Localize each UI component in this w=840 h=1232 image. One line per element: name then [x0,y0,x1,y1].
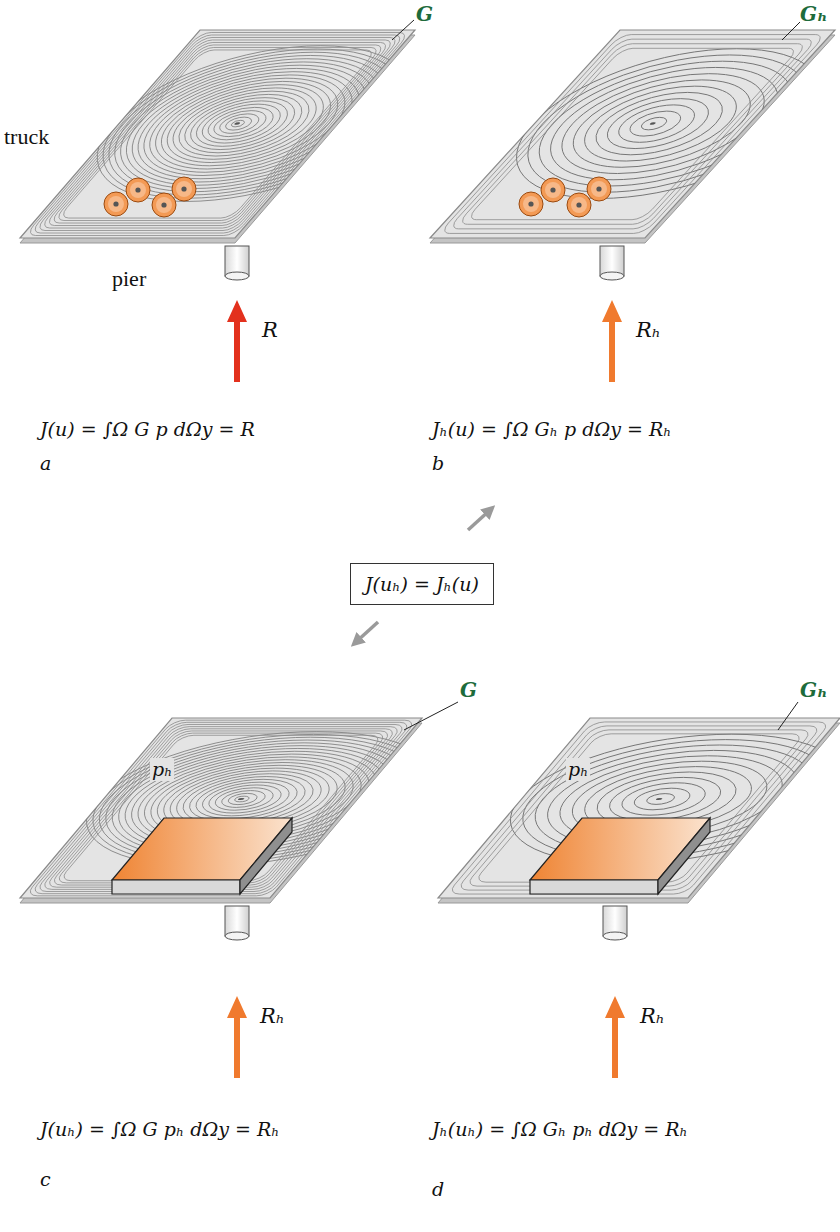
formula: Jₕ(uₕ) = ∫Ω Gₕ pₕ dΩy = Rₕ [432,1118,688,1141]
pier-column [225,906,249,940]
truck-wheels [104,177,196,217]
formula: J(u) = ∫Ω G p dΩy = R [40,418,255,441]
equation-text: J(uₕ) = Jₕ(u) [365,573,479,595]
influence-contours [439,722,840,894]
function-label: G [460,678,477,702]
pier-column [600,246,624,280]
reaction-arrow [227,300,247,382]
transition-arrow [468,510,490,530]
leader-line [392,20,414,40]
function-label: G [416,2,433,26]
leader-line [404,702,458,730]
bridge-plate [430,30,840,243]
load-label: pₕ [150,758,174,781]
formula: J(uₕ) = ∫Ω G pₕ dΩy = Rₕ [40,1118,279,1141]
force-label: Rₕ [640,1004,665,1029]
reaction-arrow [605,996,625,1078]
reaction-arrow [602,300,622,382]
equation-box: J(uₕ) = Jₕ(u) [350,563,494,605]
force-label: Rₕ [636,318,661,343]
bridge-plate [438,718,840,903]
truck-wheels [519,177,611,217]
function-label: Gₕ [800,2,828,26]
leader-line [778,702,798,730]
distributed-load-block [530,818,710,894]
leader-line [782,22,800,40]
bridge-plate [14,718,490,903]
function-label: Gₕ [800,678,828,702]
panel-letter: b [432,452,444,475]
pier-column [603,906,627,940]
formula: Jₕ(u) = ∫Ω Gₕ p dΩy = Rₕ [432,418,671,441]
load-label: pₕ [566,758,590,781]
part-name: pier [112,266,146,292]
influence-contours [432,35,835,234]
panel-letter: a [40,452,51,475]
panel-letter: c [40,1168,51,1191]
transition-arrow [356,622,378,642]
influence-contours [20,720,422,896]
part-name: truck [4,124,49,150]
influence-contours [20,32,415,235]
bridge-plate [16,30,473,243]
pier-column [225,246,249,280]
force-label: Rₕ [260,1004,285,1029]
panel-letter: d [432,1178,444,1201]
distributed-load-block [112,818,292,894]
force-label: R [262,318,278,343]
reaction-arrow [227,996,247,1078]
